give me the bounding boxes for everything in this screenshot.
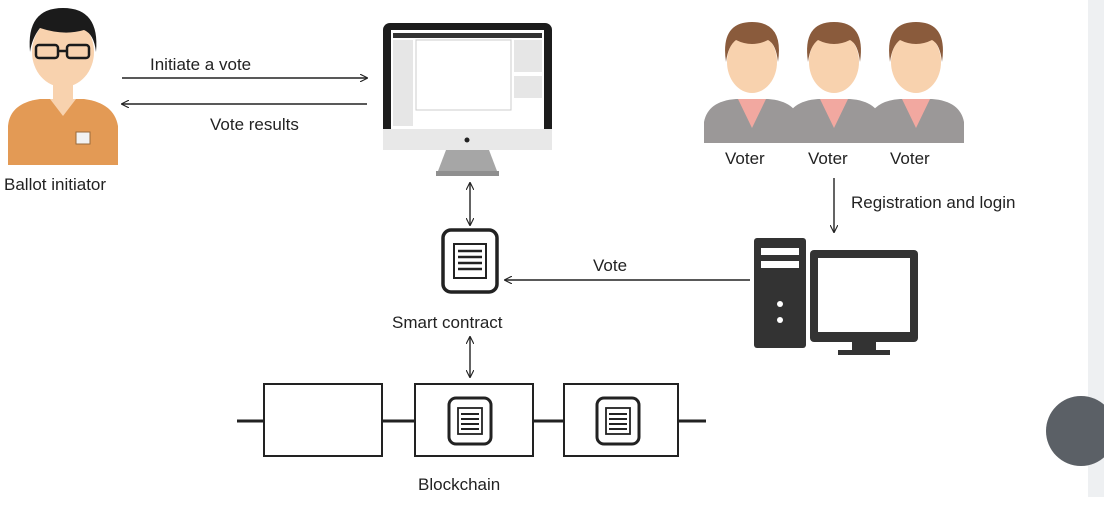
voter-icon: [704, 22, 800, 143]
initiate-vote-label: Initiate a vote: [150, 55, 251, 74]
ballot-initiator-icon: [8, 8, 118, 165]
voter-label: Voter: [808, 149, 848, 168]
blockchain: [237, 383, 706, 457]
smart-contract-label: Smart contract: [392, 313, 503, 332]
vote-label: Vote: [593, 256, 627, 275]
blockchain-label: Blockchain: [418, 475, 500, 494]
ballot-initiator-label: Ballot initiator: [4, 175, 106, 194]
voter-icon: [868, 22, 964, 143]
blockchain-block-document-icon: [447, 396, 493, 446]
voter-icon: [786, 22, 882, 143]
voter-computer-icon: [754, 238, 918, 355]
blockchain-block-empty: [263, 383, 383, 457]
round-button[interactable]: [1046, 396, 1104, 466]
vote-results-label: Vote results: [210, 115, 299, 134]
blockchain-block-document-icon: [595, 396, 641, 446]
voter-label: Voter: [725, 149, 765, 168]
side-panel: [1046, 0, 1104, 497]
registration-login-label: Registration and login: [851, 193, 1015, 212]
smart-contract-document-icon: [441, 228, 499, 294]
voter-label: Voter: [890, 149, 930, 168]
admin-monitor-icon: [383, 23, 552, 176]
